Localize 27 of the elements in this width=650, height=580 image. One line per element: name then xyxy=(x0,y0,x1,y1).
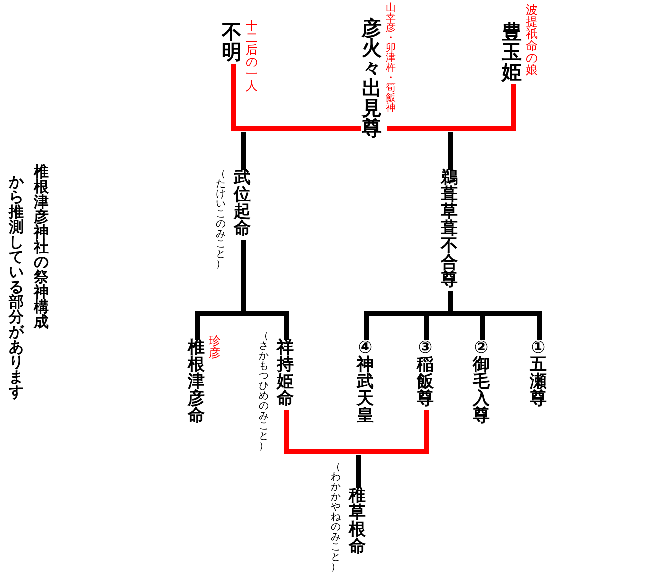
reading-label: （さかもつひめのみこと） xyxy=(259,332,269,452)
name-label: 椎根津彦命 xyxy=(188,340,205,425)
note-label: 山幸彦・卯津杵・筍飯神 xyxy=(386,4,396,114)
marriage-line xyxy=(387,84,516,132)
name-label: 祥持姫命 xyxy=(277,340,294,408)
lineage-line xyxy=(356,455,362,488)
note-text: から推測している部分があります xyxy=(9,175,24,400)
name-label: 鵜葺草葺不合尊 xyxy=(441,170,458,289)
reading-label: （たけいこのみこと） xyxy=(216,170,226,270)
name-label: ③稲飯尊 xyxy=(417,340,434,408)
name-label: 不明 xyxy=(222,22,242,62)
name-label: ①五瀬尊 xyxy=(530,340,547,408)
note-label: 珍彦 xyxy=(209,335,221,359)
name-label: 武位起命 xyxy=(234,170,251,238)
note-label: 十二后の一人 xyxy=(246,20,258,92)
name-label: 彦火々出見尊 xyxy=(362,18,382,138)
name-label: 豊玉姫 xyxy=(502,22,522,82)
marriage-line xyxy=(284,410,430,454)
note-label: 波提祇命の娘 xyxy=(526,4,538,76)
name-label: ④神武天皇 xyxy=(357,340,374,425)
note-text: 椎根津彦神社の祭神構成 xyxy=(34,165,49,330)
name-label: 稚草根命 xyxy=(349,488,366,556)
lineage-line xyxy=(448,132,454,170)
name-label: ②御毛入尊 xyxy=(473,340,490,425)
marriage-line xyxy=(232,64,361,132)
reading-label: （わかかやねのみこと） xyxy=(331,463,341,573)
lineage-line xyxy=(242,132,246,170)
